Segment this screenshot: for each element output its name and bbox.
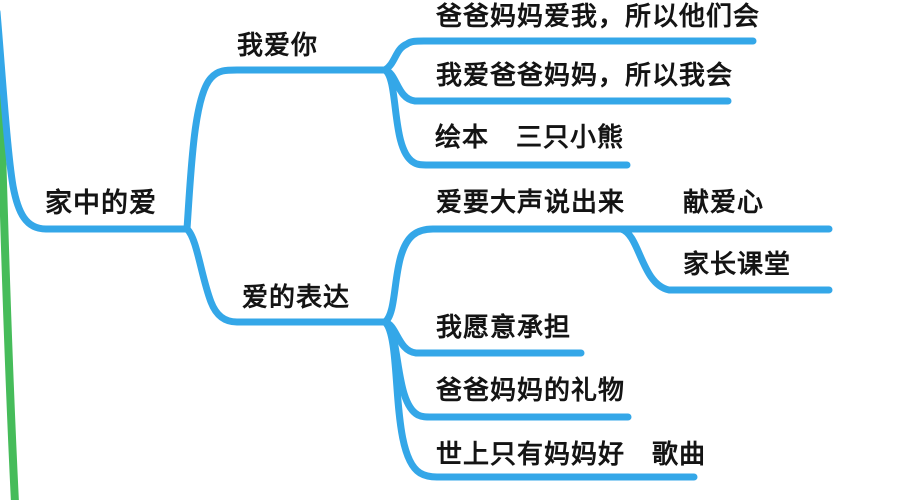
node-i-love-you[interactable]: 我爱你 [237, 31, 319, 61]
connector-root-i-love-you [183, 66, 389, 233]
connector-picture-book [381, 66, 631, 169]
node-root[interactable]: 家中的爱 [45, 188, 157, 219]
connector-root-love-expression [183, 225, 389, 326]
node-give-love[interactable]: 献爱心 [683, 188, 765, 218]
node-parents-gift[interactable]: 爸爸妈妈的礼物 [436, 376, 626, 406]
node-picture-book[interactable]: 绘本 三只小熊 [435, 123, 625, 153]
node-love-expression[interactable]: 爱的表达 [242, 283, 351, 313]
node-i-love-parents[interactable]: 我爱爸爸妈妈，所以我会 [436, 61, 734, 91]
connector-song-only-mom [381, 318, 698, 481]
connector-say-love-out-loud [381, 225, 833, 326]
node-song-only-mom[interactable]: 世上只有妈妈好 歌曲 [436, 440, 707, 470]
connector-parents-class [617, 225, 833, 294]
connector-entry-root [0, 10, 191, 233]
node-say-love-out-loud[interactable]: 爱要大声说出来 [436, 188, 626, 218]
node-parents-class[interactable]: 家长课堂 [683, 250, 792, 280]
node-willing-to-take-on[interactable]: 我愿意承担 [436, 313, 572, 343]
accent-green-line [0, 76, 19, 500]
node-parents-love-me[interactable]: 爸爸妈妈爱我，所以他们会 [436, 2, 761, 32]
connector-parents-love-me [381, 37, 757, 74]
